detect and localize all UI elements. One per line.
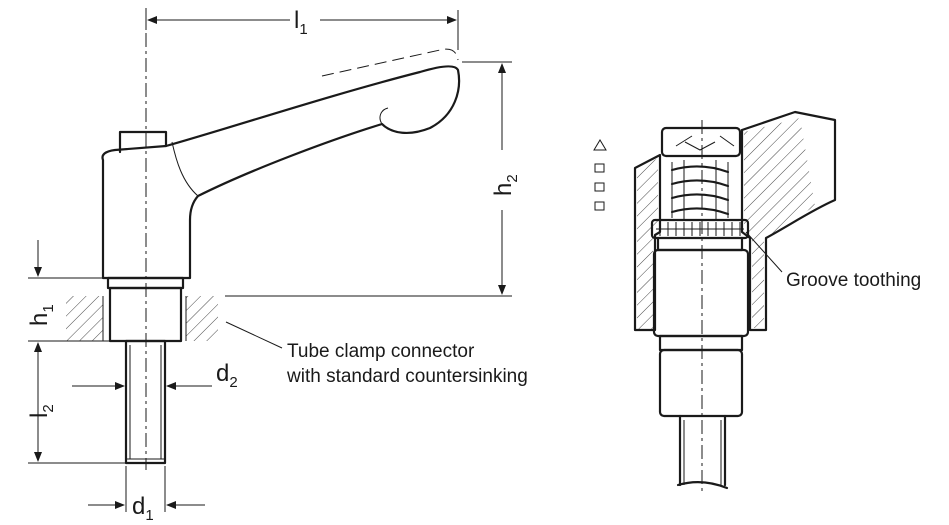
countersink-hatch-right xyxy=(186,296,218,341)
cap-detail xyxy=(675,135,735,147)
tube-clamp-note-line1: Tube clamp connector xyxy=(287,341,475,362)
square-icon xyxy=(594,163,605,173)
dimension-l2: l2 xyxy=(26,380,126,464)
lever-side-view xyxy=(66,8,461,470)
groove-toothing-callout: Groove toothing xyxy=(745,231,921,291)
groove-teeth xyxy=(656,222,744,236)
stud-section-inner xyxy=(683,420,722,485)
dimension-h1: h1 xyxy=(26,240,126,380)
lever-alt-position xyxy=(321,48,459,77)
label-d1: d1 xyxy=(132,493,154,524)
cap-notch xyxy=(684,141,716,151)
direction-glyphs xyxy=(593,139,607,211)
stud-section xyxy=(678,414,727,487)
spring xyxy=(670,160,730,220)
label-l1: l1 xyxy=(294,7,308,38)
dimension-d2: d2 xyxy=(72,360,238,395)
triangle-icon xyxy=(593,139,607,151)
housing-section-right xyxy=(740,110,837,332)
hub-cap xyxy=(118,130,168,154)
dimension-h2: h2 xyxy=(225,61,521,297)
lower-connector xyxy=(658,348,744,418)
groove-toothing-leader xyxy=(745,231,783,273)
lever-section-view xyxy=(633,110,837,495)
groove-toothing-band xyxy=(650,218,750,240)
label-h2: h2 xyxy=(490,174,521,196)
hub-contour xyxy=(171,141,199,197)
label-d2: d2 xyxy=(216,360,238,391)
square-icon xyxy=(594,201,605,211)
label-l2: l2 xyxy=(26,404,57,418)
hub-body xyxy=(652,248,750,338)
countersink-hatch-left xyxy=(66,296,103,341)
housing-hatch-right xyxy=(744,118,815,328)
hub-neck xyxy=(656,236,744,252)
top-cap xyxy=(660,126,742,158)
square-icon xyxy=(594,182,605,192)
lever-body xyxy=(101,65,461,280)
label-h1: h1 xyxy=(26,304,57,326)
tube-clamp-note-line2: with standard countersinking xyxy=(286,366,528,387)
dimension-d1: d1 xyxy=(88,466,205,524)
hub-lower-collar xyxy=(658,334,744,352)
groove-toothing-note: Groove toothing xyxy=(786,270,921,291)
housing-hatch-left xyxy=(637,158,658,330)
tube-clamp-leader xyxy=(225,321,283,349)
tube-clamp-callout: Tube clamp connector with standard count… xyxy=(225,321,528,387)
dimension-l1: l1 xyxy=(145,7,459,50)
grip-recess xyxy=(379,107,389,125)
